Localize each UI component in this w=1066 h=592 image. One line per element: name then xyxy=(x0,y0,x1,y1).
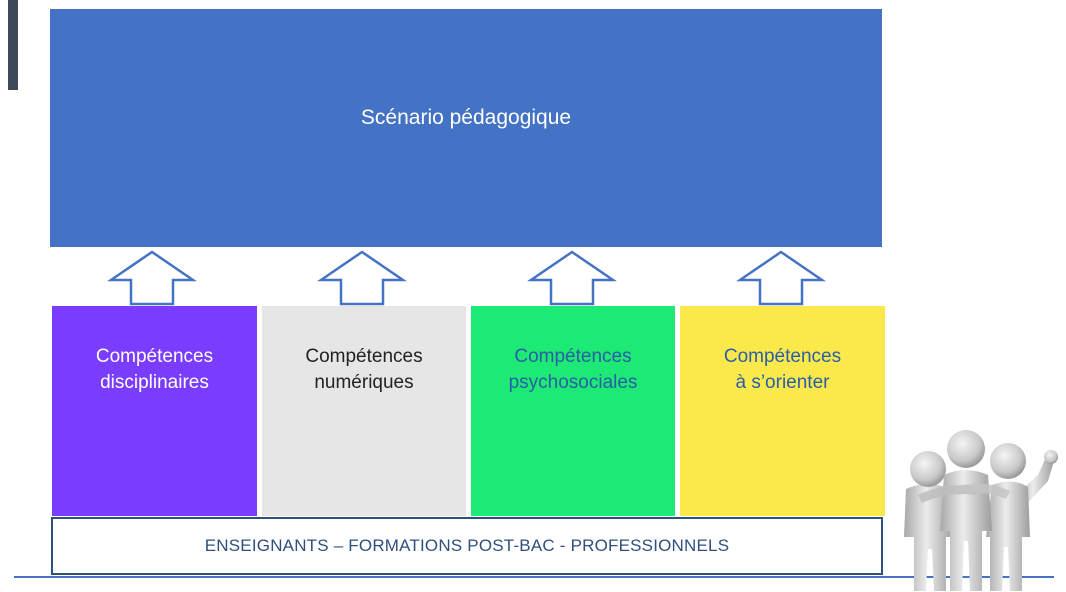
pillar-psychosociales: Compétences psychosociales xyxy=(471,306,675,516)
ground-line xyxy=(14,576,1054,578)
up-arrow-icon xyxy=(527,250,617,306)
pillar-label: Compétences à s’orienter xyxy=(723,346,842,393)
pillar-label: Compétences disciplinaires xyxy=(95,346,214,393)
foundation-box: ENSEIGNANTS – FORMATIONS POST-BAC - PROF… xyxy=(51,517,883,575)
up-arrow-icon xyxy=(107,250,197,306)
scenario-box: Scénario pédagogique xyxy=(50,9,882,247)
pillar-label: Compétences psychosociales xyxy=(508,346,638,393)
side-accent-bar xyxy=(8,0,18,90)
scenario-title: Scénario pédagogique xyxy=(360,106,572,129)
three-people-figures-icon xyxy=(904,430,1058,591)
pillar-disciplinaires: Compétences disciplinaires xyxy=(52,306,257,516)
foundation-label: ENSEIGNANTS – FORMATIONS POST-BAC - PROF… xyxy=(204,536,730,555)
pillar-orienter: Compétences à s’orienter xyxy=(680,306,885,516)
up-arrow-icon xyxy=(317,250,407,306)
up-arrow-icon xyxy=(736,250,826,306)
pillar-numeriques: Compétences numériques xyxy=(262,306,466,516)
pillar-label: Compétences numériques xyxy=(305,346,423,393)
